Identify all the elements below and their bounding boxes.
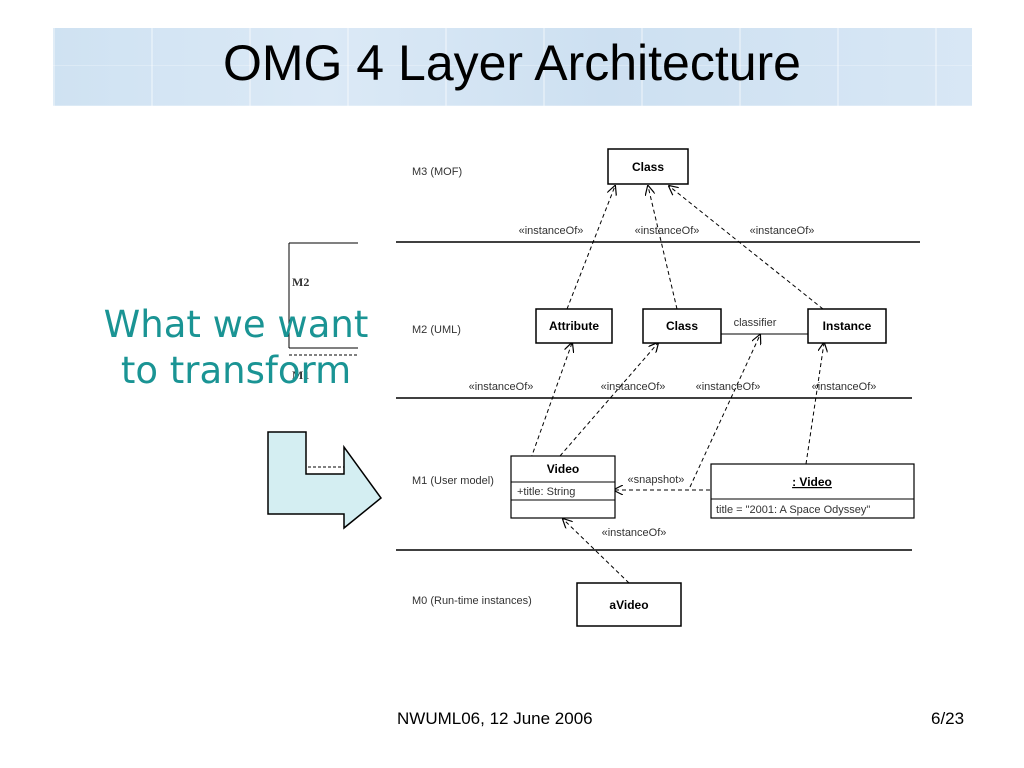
layer-label-m0: M0 (Run-time instances) (412, 595, 532, 607)
thumbnail-m1-label: M1 (292, 368, 309, 382)
edge-label-m3-instanceof-3: «instanceOf» (750, 225, 815, 237)
edge-videoinstance-to-instance (805, 343, 824, 465)
box-avideo: aVideo (576, 582, 682, 627)
footer-event-date: NWUML06, 12 June 2006 (397, 709, 593, 728)
thumbnail-m2-label: M2 (292, 275, 309, 289)
transform-arrow (267, 431, 383, 530)
edge-instance-to-m3class (669, 186, 824, 310)
box-video-attribute: +title: String (517, 486, 575, 498)
edge-label-m2-instanceof-1: «instanceOf» (469, 381, 534, 393)
edge-label-m2-instanceof-2: «instanceOf» (601, 381, 666, 393)
box-instance-label: Instance (823, 319, 872, 333)
box-video: Video +title: String (510, 455, 616, 519)
title-banner (53, 28, 972, 106)
box-m2-class-label: Class (666, 319, 698, 333)
box-avideo-label: aVideo (609, 598, 648, 612)
layer-label-m3: M3 (MOF) (412, 166, 462, 178)
thumbnail-fragment: M2 M1 (282, 233, 362, 468)
box-m2-class: Class (642, 308, 722, 344)
box-instance: Instance (807, 308, 887, 344)
edge-label-m3-instanceof-2: «instanceOf» (635, 225, 700, 237)
edge-label-m2-instanceof-3: «instanceOf» (696, 381, 761, 393)
box-video-instance-attribute: title = "2001: A Space Odyssey" (716, 504, 870, 516)
edge-label-m3-instanceof-1: «instanceOf» (519, 225, 584, 237)
edge-label-classifier: classifier (734, 317, 777, 329)
box-video-instance-label: : Video (792, 475, 832, 489)
box-m3-class: Class (607, 148, 689, 185)
edge-label-m2-instanceof-4: «instanceOf» (812, 381, 877, 393)
footer-page-number: 6/23 (931, 709, 965, 728)
box-attribute-label: Attribute (549, 319, 599, 333)
side-caption-line-1: What we want (103, 303, 369, 346)
box-attribute: Attribute (535, 308, 613, 344)
edge-label-m1-instanceof: «instanceOf» (602, 527, 667, 539)
side-caption-line-2: to transform (120, 349, 352, 392)
slide-title: OMG 4 Layer Architecture (222, 35, 801, 91)
edge-video-to-m2class (559, 343, 658, 457)
edge-attribute-to-m3class (566, 186, 615, 310)
side-caption: What we want to transform (76, 302, 396, 394)
layer-label-m1: M1 (User model) (412, 475, 494, 487)
edge-label-snapshot: «snapshot» (628, 474, 685, 486)
layer-label-m2: M2 (UML) (412, 324, 461, 336)
box-video-instance: : Video title = "2001: A Space Odyssey" (710, 463, 915, 519)
box-video-label: Video (547, 462, 579, 476)
box-m3-class-label: Class (632, 160, 664, 174)
edge-m2class-to-m3class (648, 186, 678, 310)
edge-video-to-attribute (518, 343, 572, 493)
edge-avideo-to-video (563, 519, 630, 584)
